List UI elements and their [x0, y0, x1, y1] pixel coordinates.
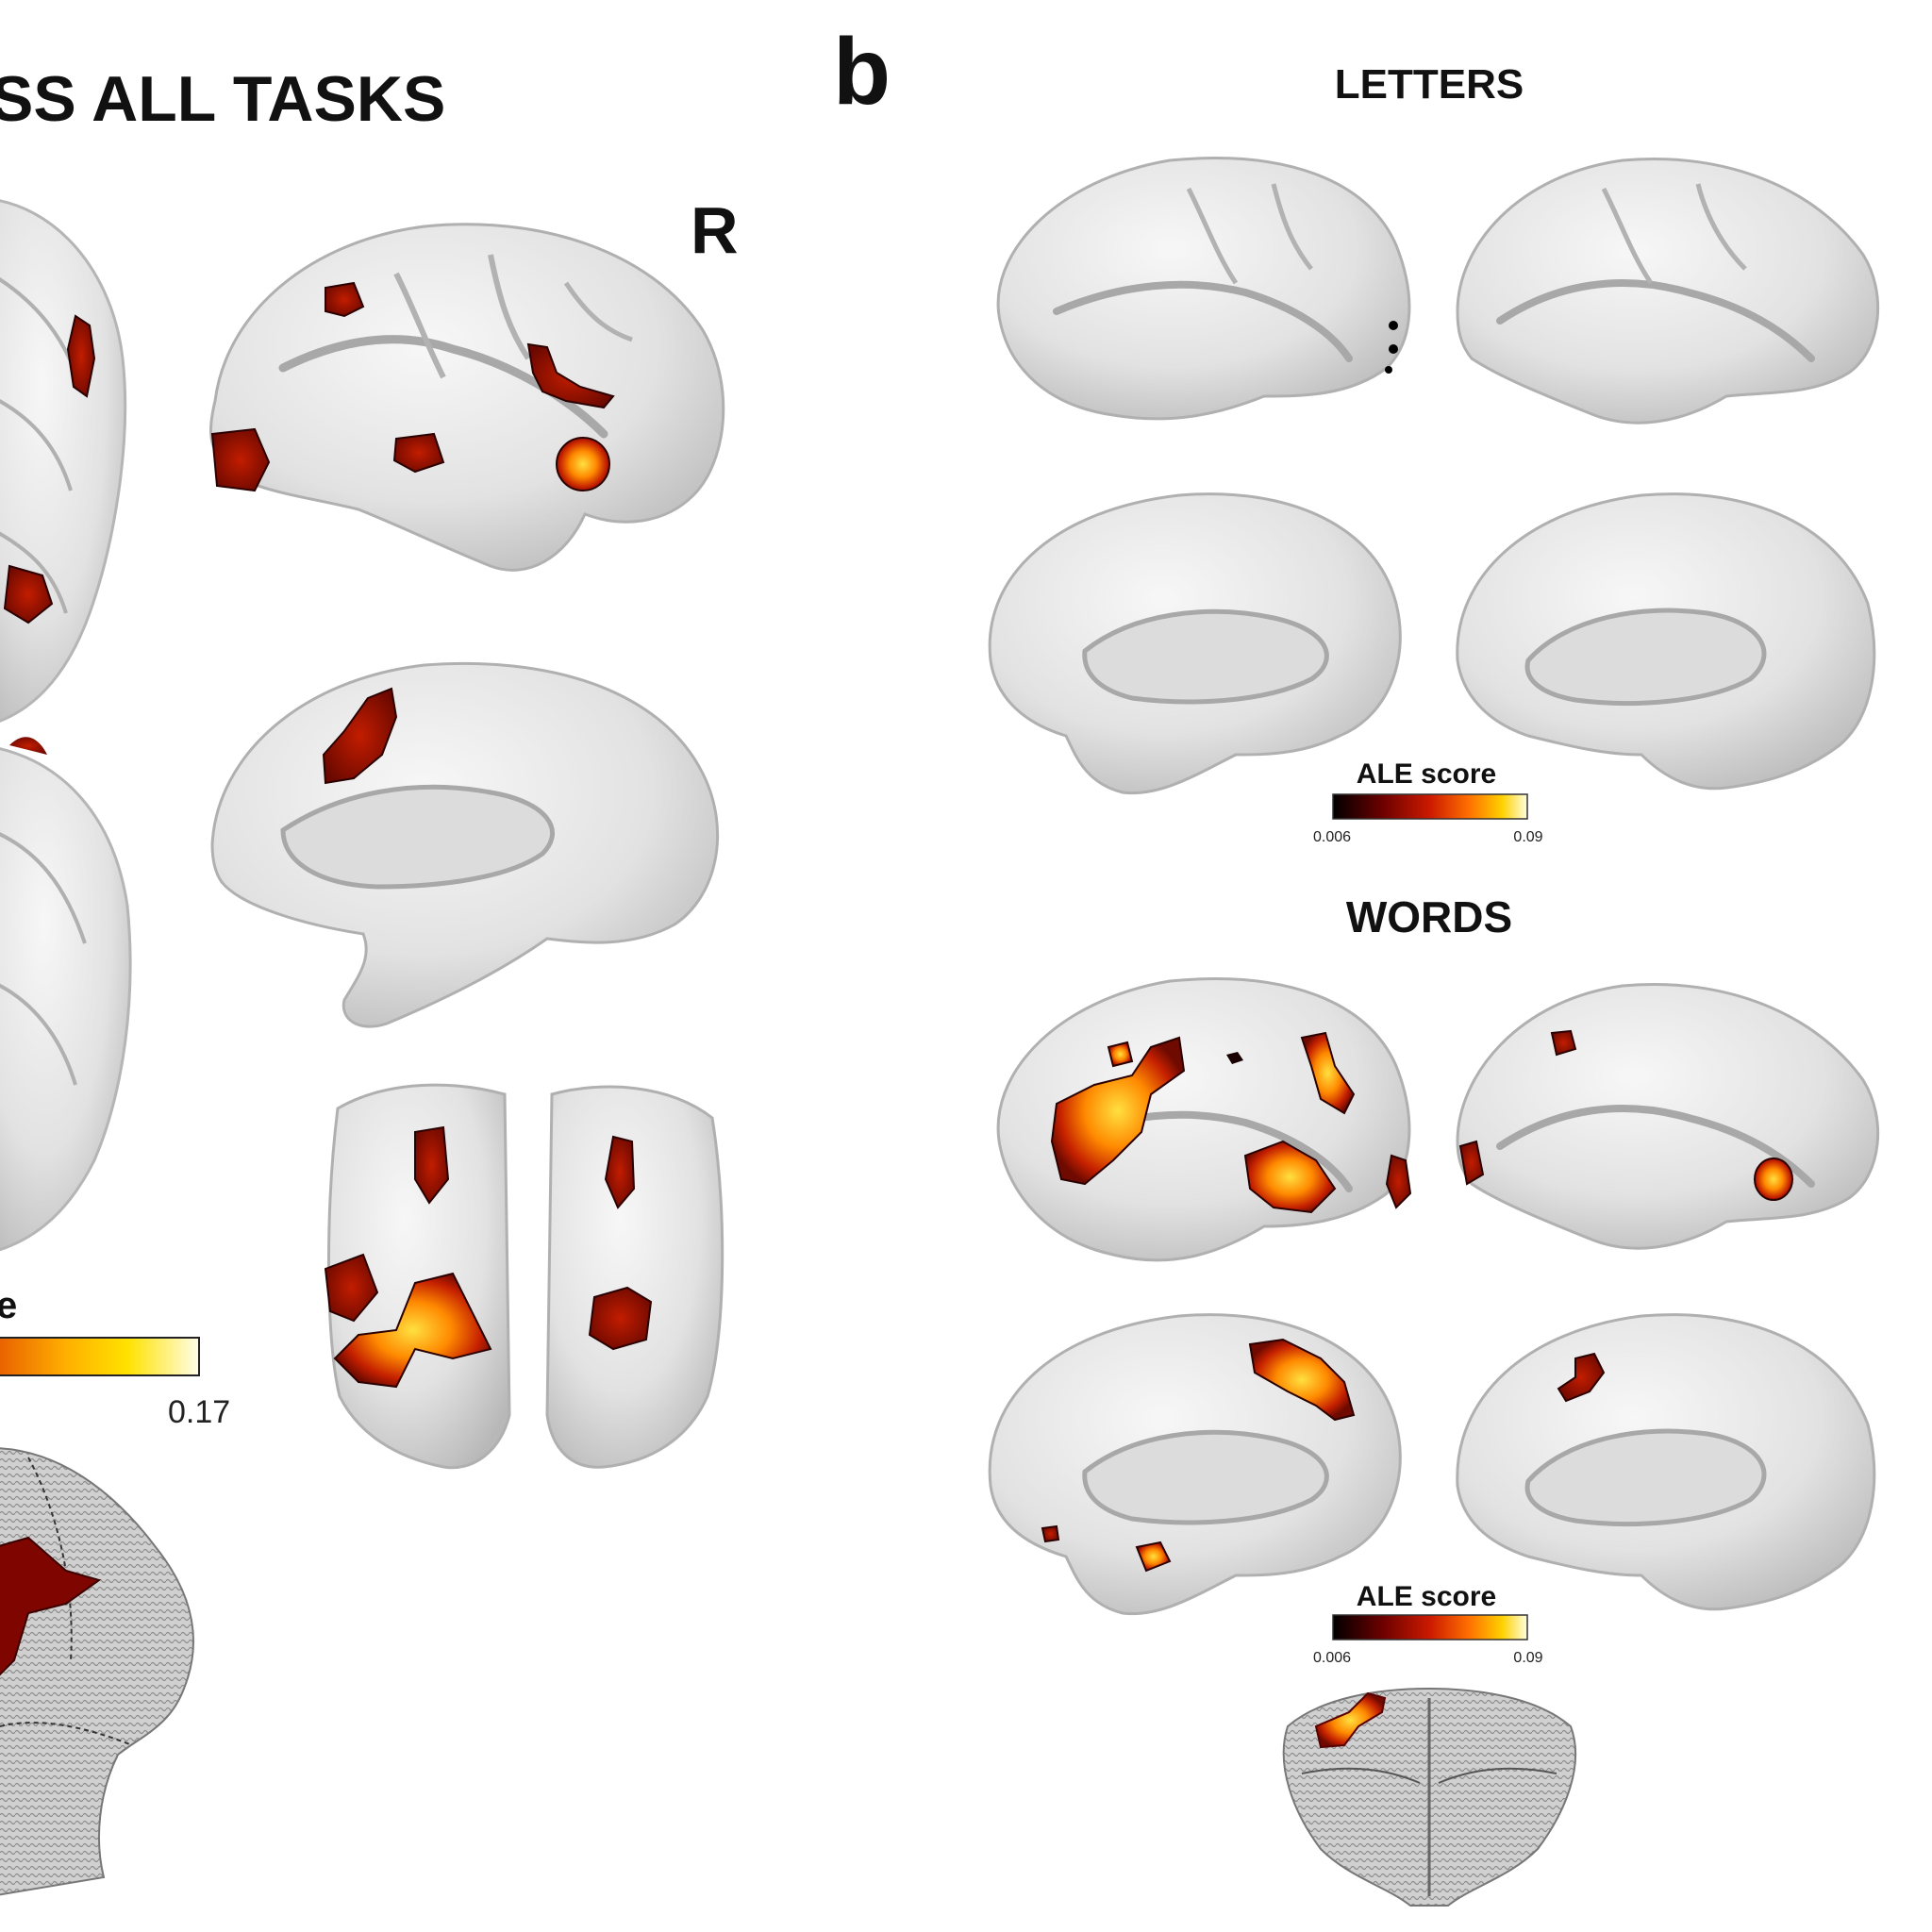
- words-colorbar-min: 0.006: [1313, 1650, 1351, 1666]
- words-title: WORDS: [1346, 892, 1512, 941]
- activation-blob: [1557, 1352, 1606, 1403]
- activation-blob: [1550, 1029, 1577, 1057]
- words-right-medial: [1456, 1313, 1876, 1611]
- letters-left-lateral: [996, 157, 1411, 421]
- activation-blob: [1458, 1140, 1485, 1186]
- colorbar-a: e 0.17: [0, 1285, 230, 1430]
- activation-blob: [324, 1253, 379, 1323]
- panel-a-title: SS ALL TASKS: [0, 63, 445, 135]
- brain-medial-right-all-tasks: [210, 661, 720, 1028]
- brain-lateral-right-all-tasks: [209, 223, 725, 572]
- activation-blob: [1389, 321, 1398, 330]
- activation-blob: [1314, 1691, 1387, 1749]
- activation-blob: [1385, 1154, 1412, 1209]
- activation-blob: [1041, 1524, 1060, 1543]
- activation-blob: [604, 1135, 636, 1209]
- brain-dorsal-view-bottom: [0, 737, 132, 1252]
- activation-blob: [1050, 1036, 1186, 1186]
- activation-blob: [1243, 1140, 1337, 1214]
- letters-colorbar-min: 0.006: [1313, 829, 1351, 845]
- letters-colorbar-label: ALE score: [1357, 758, 1496, 790]
- words-colorbar-label: ALE score: [1357, 1581, 1496, 1612]
- activation-blob: [1754, 1158, 1793, 1201]
- letters-left-medial: [988, 492, 1402, 795]
- activation-blob: [1389, 344, 1398, 354]
- cerebellum-flatmap-a: [0, 1447, 194, 1896]
- words-colorbar: ALE score 0.006 0.09: [1313, 1581, 1543, 1666]
- letters-colorbar-gradient: [1332, 793, 1528, 820]
- letters-colorbar-max: 0.09: [1513, 829, 1542, 845]
- panel-a: SS ALL TASKS R: [0, 63, 739, 1896]
- letters-colorbar: ALE score 0.006 0.09: [1313, 758, 1543, 845]
- activation-blob: [1248, 1338, 1356, 1422]
- activation-blob: [66, 314, 96, 398]
- activation-blob: [333, 1272, 492, 1389]
- words-colorbar-gradient: [1332, 1614, 1528, 1641]
- activation-blob: [0, 1536, 102, 1676]
- brain-posterior-view: [324, 1083, 724, 1470]
- activation-blob: [322, 687, 398, 785]
- activation-blob: [3, 564, 54, 625]
- activation-blob: [588, 1286, 653, 1351]
- activation-blob: [392, 432, 445, 474]
- words-right-lateral: [1456, 982, 1880, 1250]
- activation-blob: [1107, 1041, 1134, 1068]
- letters-right-lateral: [1456, 157, 1880, 425]
- activation-blob: [1300, 1031, 1356, 1115]
- activation-blob: [1135, 1541, 1172, 1573]
- colorbar-a-max-label: 0.17: [168, 1394, 230, 1430]
- colorbar-a-gradient: [0, 1337, 200, 1376]
- activation-blob: [1226, 1052, 1243, 1064]
- words-colorbar-max: 0.09: [1513, 1650, 1542, 1666]
- words-left-medial: [988, 1313, 1402, 1616]
- activation-blob: [414, 1125, 450, 1205]
- words-left-lateral: [996, 977, 1412, 1262]
- activation-blob: [210, 427, 271, 492]
- panel-b: b LETTERS AL: [833, 19, 1880, 1907]
- activation-blob: [325, 281, 365, 318]
- brain-dorsal-view-top: [0, 199, 127, 723]
- hemisphere-label-r: R: [691, 193, 739, 267]
- panel-b-letter: b: [833, 19, 891, 125]
- activation-blob: [526, 342, 615, 409]
- cerebellum-flatmap-b: [1282, 1687, 1577, 1907]
- letters-title: LETTERS: [1335, 61, 1524, 108]
- activation-blob: [1385, 366, 1392, 374]
- activation-blob: [556, 437, 610, 491]
- colorbar-a-label: e: [0, 1285, 17, 1326]
- letters-right-medial: [1456, 492, 1876, 791]
